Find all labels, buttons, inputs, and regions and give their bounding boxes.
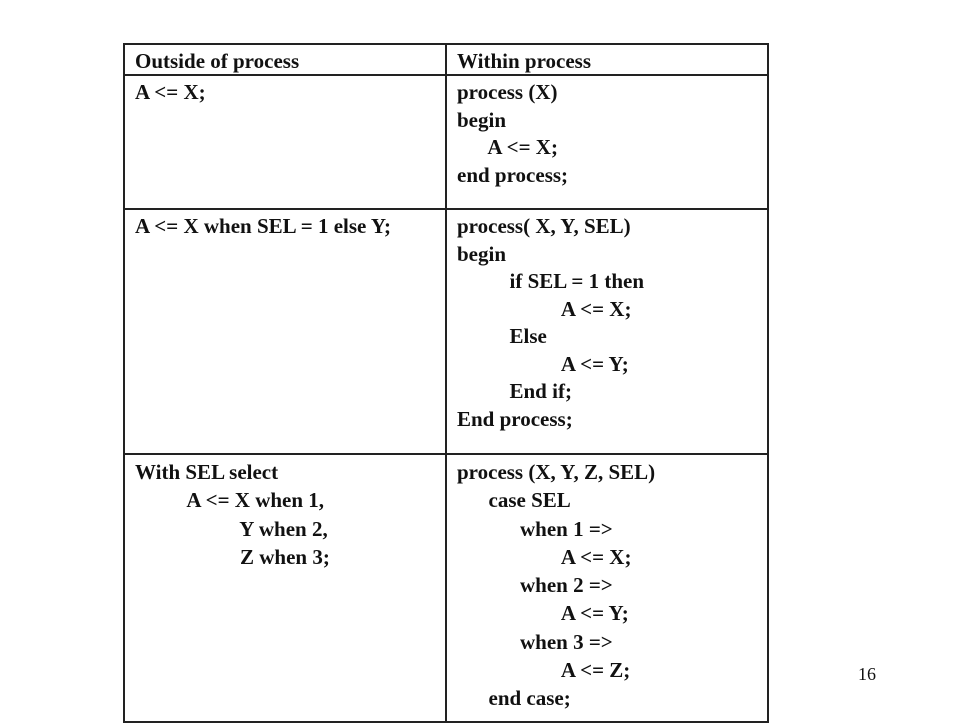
table-header-row: Outside of process Within process bbox=[123, 43, 769, 76]
cell-outside: With SEL select A <= X when 1, Y when 2,… bbox=[123, 453, 447, 723]
code-line: End if; bbox=[457, 379, 572, 403]
code-line: if SEL = 1 then bbox=[457, 269, 645, 293]
code-block: A <= X; bbox=[126, 77, 444, 107]
code-line: A <= Y; bbox=[457, 601, 629, 626]
cell-outside: A <= X when SEL = 1 else Y; bbox=[123, 208, 447, 455]
code-line: case SEL bbox=[457, 488, 571, 513]
code-line: end process; bbox=[457, 162, 569, 187]
code-line: Else bbox=[457, 324, 547, 348]
code-line: process( X, Y, SEL) bbox=[457, 214, 631, 238]
cell-within: process (X, Y, Z, SEL) case SEL when 1 =… bbox=[445, 453, 769, 723]
code-line: A <= X when 1, bbox=[135, 488, 325, 513]
code-line: when 3 => bbox=[457, 629, 613, 654]
header-outside-of-process: Outside of process bbox=[123, 43, 447, 76]
code-line: A <= X; bbox=[457, 544, 632, 569]
code-line: begin bbox=[457, 241, 507, 266]
code-block: A <= X when SEL = 1 else Y; bbox=[126, 211, 444, 241]
code-block: process (X) begin A <= X; end process; bbox=[448, 77, 766, 189]
code-block: process( X, Y, SEL) begin if SEL = 1 then… bbox=[448, 211, 766, 433]
code-block: With SEL select A <= X when 1, Y when 2,… bbox=[126, 456, 444, 571]
code-line: process (X, Y, Z, SEL) bbox=[457, 460, 656, 484]
code-line: Y when 2, bbox=[135, 516, 328, 541]
table-row: A <= X; process (X) begin A <= X; end proc… bbox=[123, 74, 769, 210]
code-line: process (X) bbox=[457, 80, 558, 104]
table-row: With SEL select A <= X when 1, Y when 2,… bbox=[123, 453, 769, 723]
code-line: A <= Z; bbox=[457, 658, 631, 683]
vhdl-comparison-table: Outside of process Within process A <= X… bbox=[123, 43, 769, 723]
table-row: A <= X when SEL = 1 else Y; process( X, … bbox=[123, 208, 769, 455]
code-line: End process; bbox=[457, 406, 573, 431]
cell-outside: A <= X; bbox=[123, 74, 447, 210]
cell-within: process( X, Y, SEL) begin if SEL = 1 then… bbox=[445, 208, 769, 455]
code-line: when 2 => bbox=[457, 573, 613, 598]
code-line: begin bbox=[457, 107, 507, 132]
code-line: A <= X; bbox=[457, 296, 632, 321]
code-line: With SEL select bbox=[135, 460, 279, 484]
header-within-process: Within process bbox=[445, 43, 769, 76]
code-line: A <= X; bbox=[457, 135, 558, 159]
code-line: A <= X; bbox=[135, 80, 206, 104]
code-line: A <= Y; bbox=[457, 351, 629, 376]
code-block: process (X, Y, Z, SEL) case SEL when 1 =… bbox=[448, 456, 766, 713]
code-line: end case; bbox=[457, 686, 571, 711]
code-line: A <= X when SEL = 1 else Y; bbox=[135, 214, 392, 238]
page-number: 16 bbox=[858, 664, 876, 684]
cell-within: process (X) begin A <= X; end process; bbox=[445, 74, 769, 210]
code-line: when 1 => bbox=[457, 516, 613, 541]
code-line: Z when 3; bbox=[135, 544, 330, 569]
